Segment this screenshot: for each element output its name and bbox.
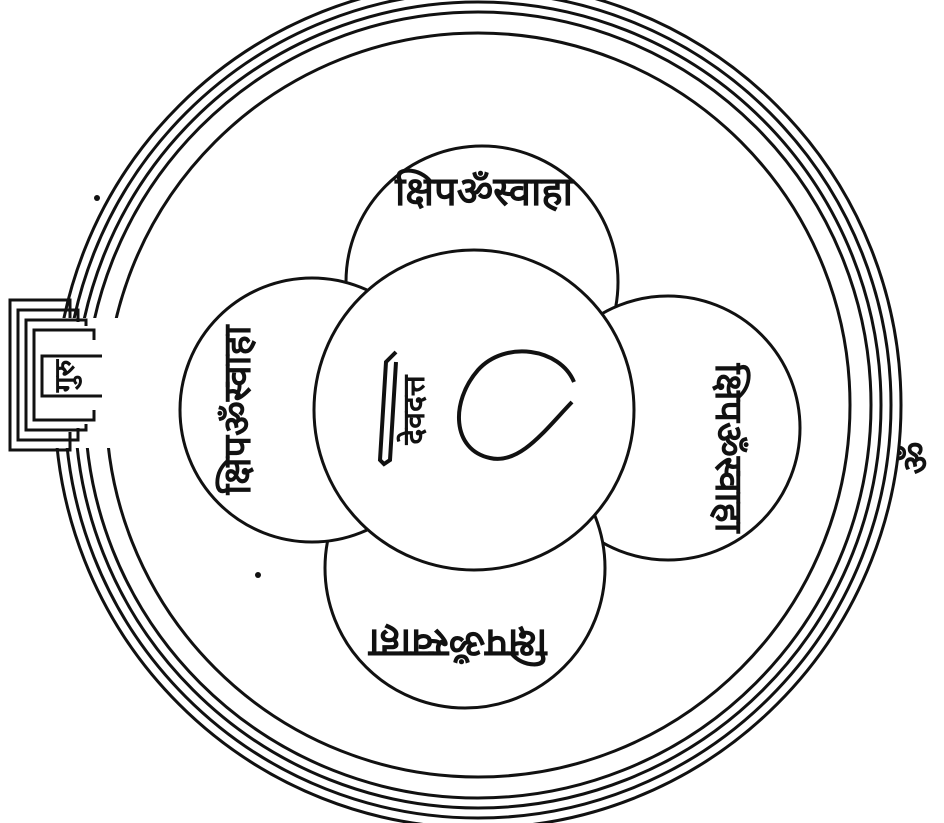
left-gate: गुरु bbox=[4, 300, 124, 450]
ink-dot bbox=[255, 572, 261, 578]
petal-bottom-label: क्षिपॐस्वाहा bbox=[367, 620, 548, 667]
edge-right-label: ॐ bbox=[896, 442, 937, 475]
petal-right-label: क्षिपॐस्वाहा bbox=[707, 362, 751, 533]
gate-label: गुरु bbox=[48, 358, 82, 393]
petal-left-label: क्षिपॐस्वाहा bbox=[215, 324, 259, 495]
center-circle bbox=[314, 250, 634, 570]
center-name-label: देवदत्त bbox=[396, 374, 432, 446]
petal-top-label: क्षिपॐस्वाहा bbox=[394, 168, 575, 215]
ink-dot bbox=[94, 195, 100, 201]
